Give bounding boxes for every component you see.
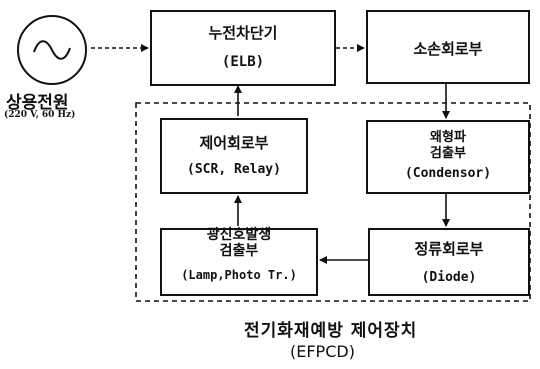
distortion-name-1: 왜형파 (430, 130, 466, 145)
rectifier-sub: (Diode) (421, 270, 477, 285)
optical-name-1: 광신호발생 (206, 227, 272, 243)
source-spec: (220 V, 60 Hz) (4, 110, 76, 120)
elb-sub: (ELB) (221, 54, 265, 70)
block-rectifier: 정류회로부 (Diode) (368, 228, 530, 296)
device-abbr: (EFPCD) (290, 342, 355, 361)
block-control: 제어회로부 (SCR, Relay) (160, 118, 308, 194)
device-enclosure (135, 102, 531, 302)
block-elb: 누전차단기 (ELB) (150, 10, 336, 86)
distortion-sub: (Condensor) (404, 166, 492, 181)
control-name: 제어회로부 (199, 134, 269, 152)
rectifier-name: 정류회로부 (414, 240, 484, 258)
distortion-name-2: 검출부 (430, 146, 466, 161)
block-extinguish: 소손회로부 (366, 10, 530, 84)
device-title: 전기화재예방 제어장치 (244, 321, 418, 341)
block-optical: 광신호발생 검출부 (Lamp,Photo Tr.) (160, 227, 318, 296)
ac-source-icon (17, 15, 87, 85)
extinguish-name: 소손회로부 (413, 40, 483, 58)
block-distortion: 왜형파 검출부 (Condensor) (366, 120, 530, 194)
optical-name-2: 검출부 (219, 243, 259, 259)
source-label: 상용전원 (6, 93, 69, 113)
control-sub: (SCR, Relay) (187, 162, 281, 177)
elb-name: 누전차단기 (208, 24, 278, 42)
optical-sub: (Lamp,Photo Tr.) (181, 268, 297, 282)
